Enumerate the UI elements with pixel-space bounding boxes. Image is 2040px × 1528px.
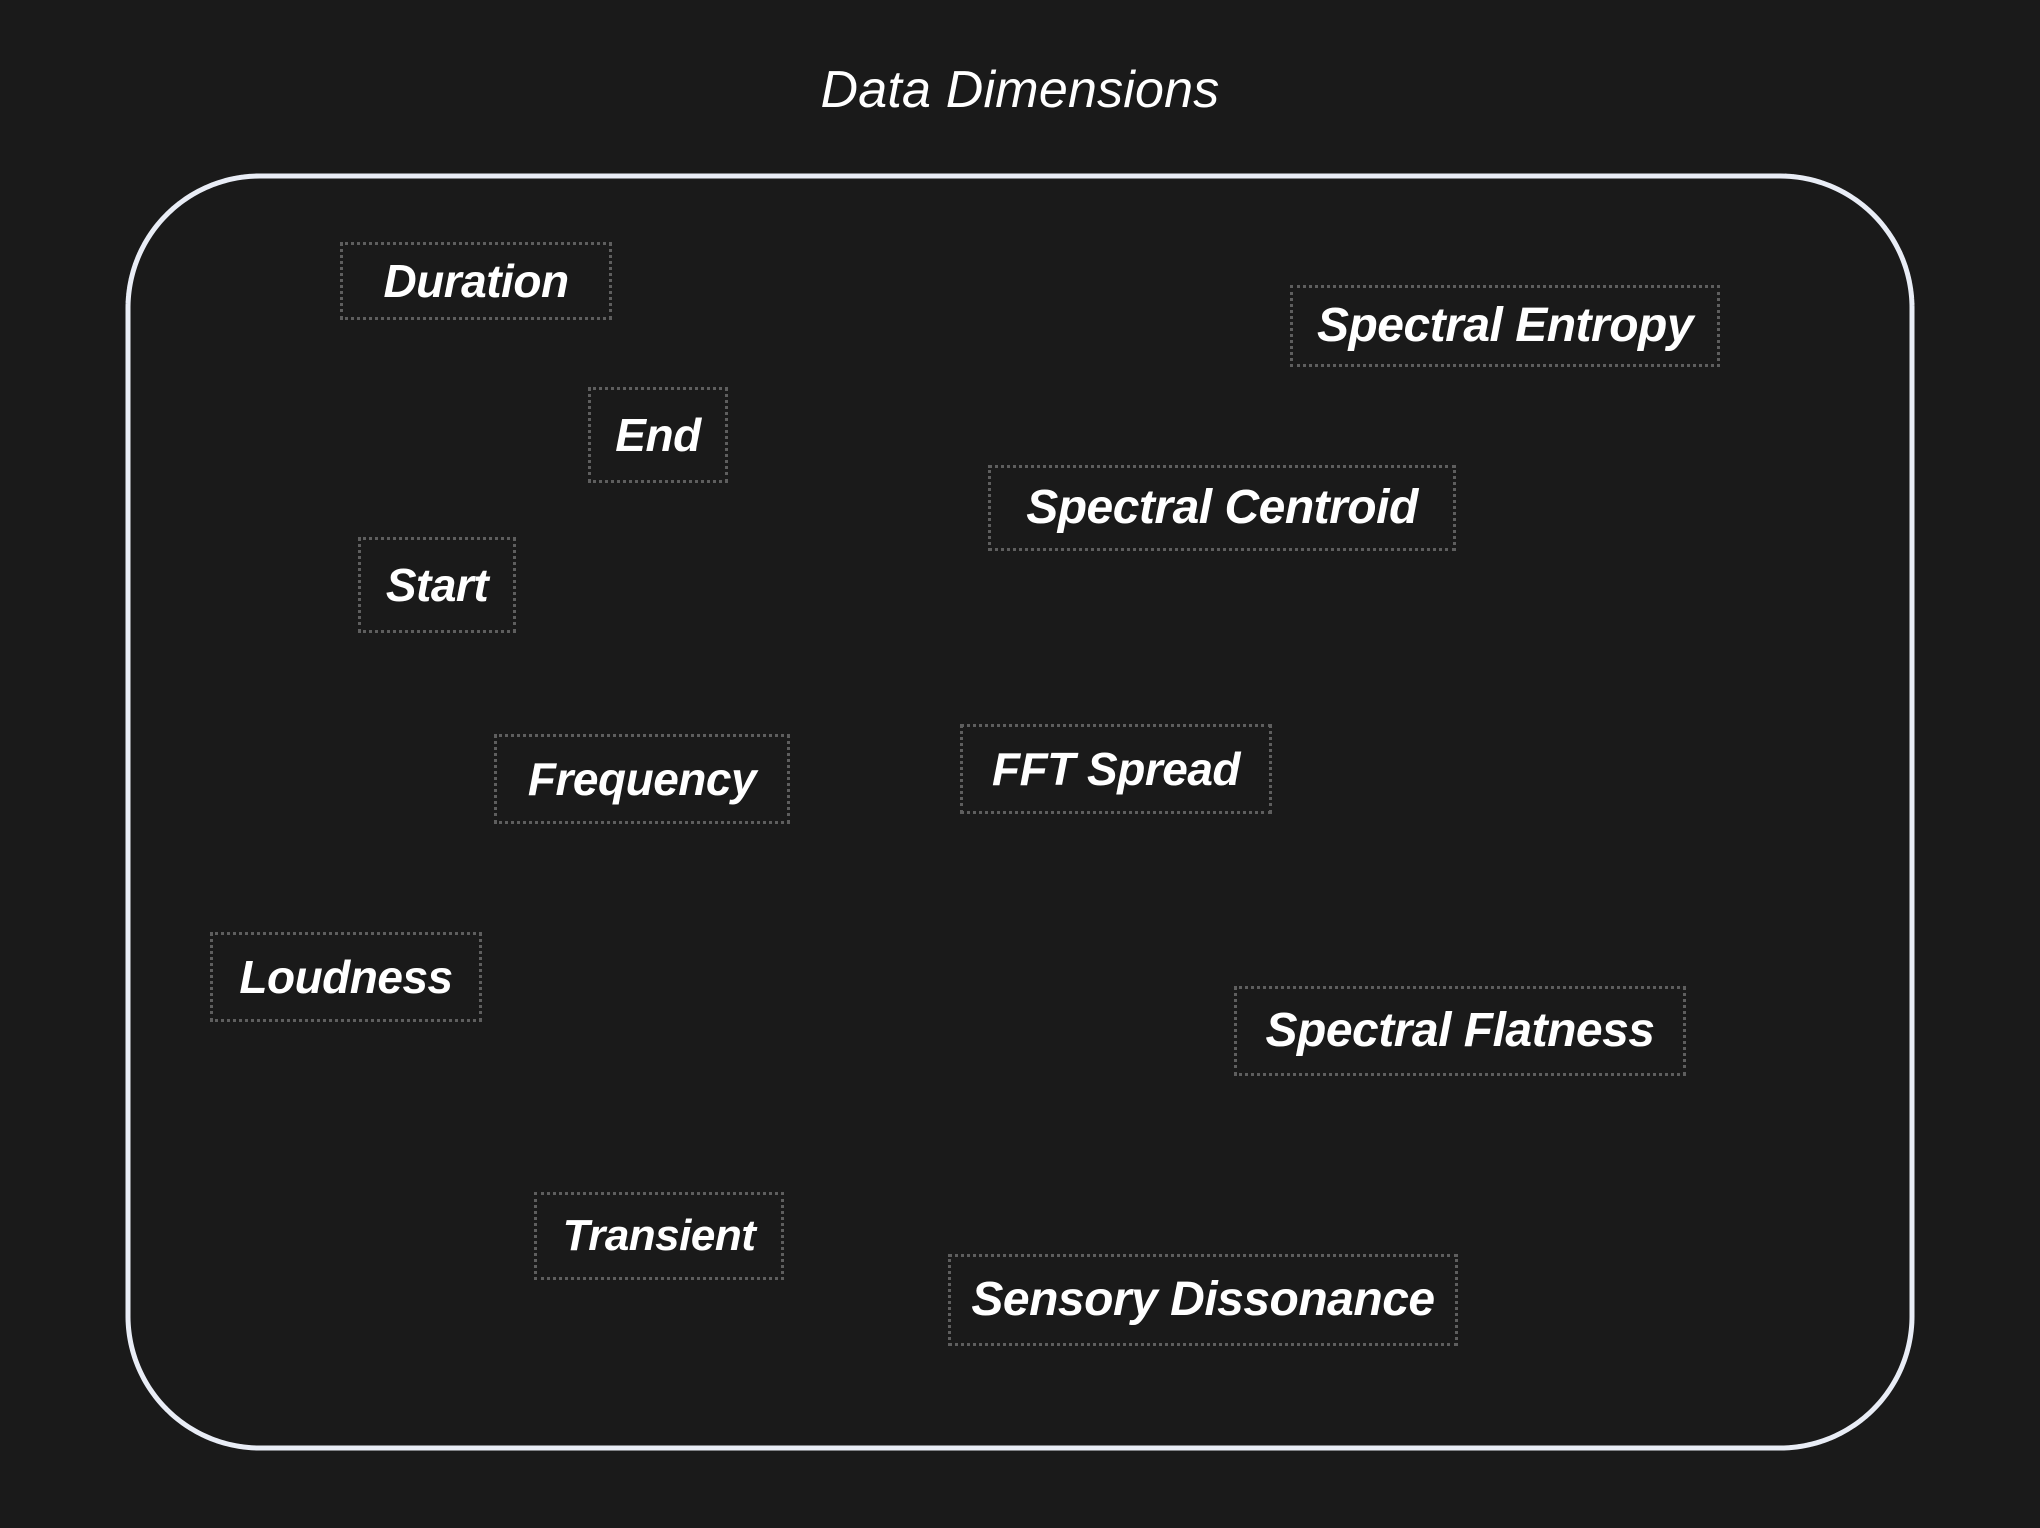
- page-title: Data Dimensions: [820, 61, 1220, 119]
- wordcloud-label-text: Duration: [383, 255, 569, 307]
- wordcloud-label-text: FFT Spread: [991, 743, 1241, 795]
- wordcloud-label-text: Start: [385, 559, 489, 611]
- wordcloud-label-text: End: [615, 409, 701, 461]
- wordcloud-label: Duration: [340, 242, 612, 320]
- wordcloud-label: Spectral Entropy: [1290, 285, 1720, 367]
- wordcloud-label-text: Spectral Centroid: [1026, 481, 1418, 534]
- wordcloud-label: Sensory Dissonance: [948, 1254, 1458, 1346]
- wordcloud-label-text: Spectral Flatness: [1265, 1004, 1656, 1057]
- wordcloud-label: Frequency: [494, 734, 790, 824]
- wordcloud-label-text: Frequency: [527, 753, 757, 805]
- wordcloud-label: Spectral Flatness: [1234, 986, 1686, 1076]
- wordcloud-label: Transient: [534, 1192, 784, 1280]
- wordcloud-label: FFT Spread: [960, 724, 1272, 814]
- wordcloud-label-text: Loudness: [239, 951, 453, 1003]
- wordcloud-label: End: [588, 387, 728, 483]
- wordcloud-label: Spectral Centroid: [988, 465, 1456, 551]
- wordcloud-label: Start: [358, 537, 516, 633]
- wordcloud-label-text: Sensory Dissonance: [971, 1273, 1435, 1326]
- wordcloud-label-text: Transient: [562, 1211, 756, 1260]
- wordcloud-label: Loudness: [210, 932, 482, 1022]
- wordcloud-label-text: Spectral Entropy: [1316, 299, 1694, 352]
